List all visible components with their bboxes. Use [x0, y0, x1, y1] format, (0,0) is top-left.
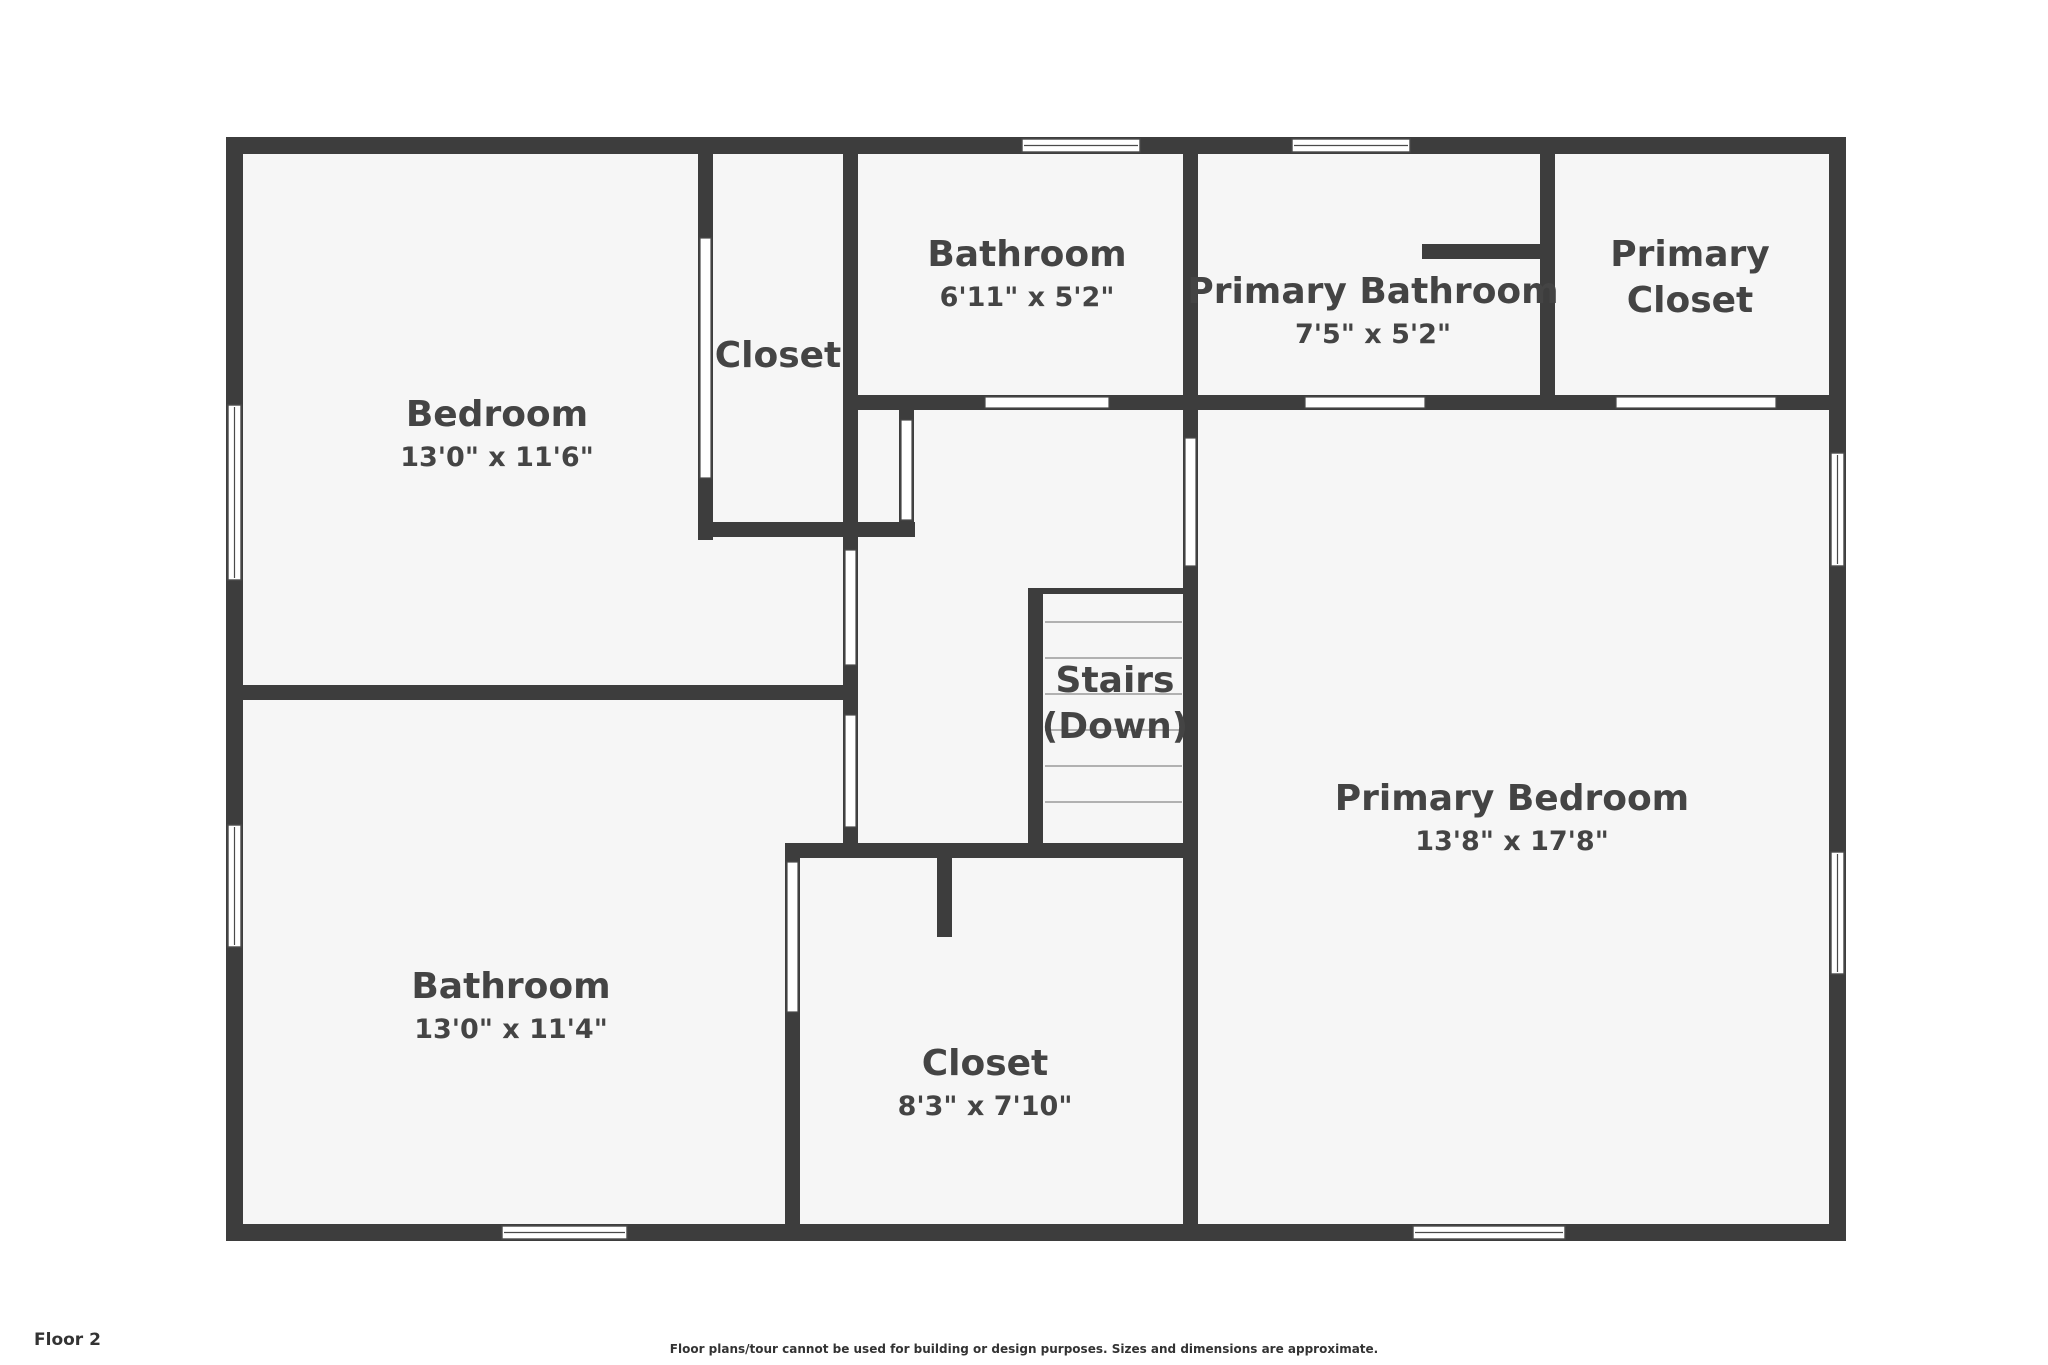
stair-treads	[1045, 621, 1182, 803]
windows	[227, 138, 1845, 1240]
room-primary-closet-name-2: Closet	[1627, 280, 1754, 321]
room-closet-lower-name: Closet	[922, 1043, 1049, 1084]
room-bathroom-lower-dim: 13'0" x 11'4"	[414, 1014, 608, 1045]
door-openings	[699, 237, 1777, 1013]
room-bathroom-upper-dim: 6'11" x 5'2"	[940, 282, 1115, 313]
room-primary-bathroom-name: Primary Bathroom	[1187, 271, 1558, 312]
room-bathroom-lower: Bathroom 13'0" x 11'4"	[411, 966, 610, 1045]
room-stairs-name-2: (Down)	[1042, 706, 1188, 747]
room-bathroom-upper-name: Bathroom	[927, 234, 1126, 275]
room-bedroom-dim: 13'0" x 11'6"	[400, 442, 594, 473]
room-primary-bathroom-dim: 7'5" x 5'2"	[1295, 319, 1451, 350]
room-closet-lower-dim: 8'3" x 7'10"	[898, 1091, 1073, 1122]
floor-label: Floor 2	[34, 1330, 101, 1350]
room-primary-closet: Primary Closet	[1610, 234, 1770, 321]
room-primary-bedroom-dim: 13'8" x 17'8"	[1415, 826, 1609, 857]
room-closet-upper-name: Closet	[715, 335, 842, 376]
room-primary-bedroom: Primary Bedroom 13'8" x 17'8"	[1335, 778, 1689, 857]
room-bathroom-upper: Bathroom 6'11" x 5'2"	[927, 234, 1126, 313]
room-bedroom: Bedroom 13'0" x 11'6"	[400, 394, 594, 473]
room-stairs-name-1: Stairs	[1056, 660, 1175, 701]
room-primary-bedroom-name: Primary Bedroom	[1335, 778, 1689, 819]
room-closet-lower: Closet 8'3" x 7'10"	[898, 1043, 1073, 1122]
disclaimer-text: Floor plans/tour cannot be used for buil…	[669, 1342, 1379, 1356]
room-bedroom-name: Bedroom	[406, 394, 588, 435]
room-closet-upper: Closet	[715, 335, 842, 376]
room-bathroom-lower-name: Bathroom	[411, 966, 610, 1007]
room-primary-bathroom: Primary Bathroom 7'5" x 5'2"	[1187, 271, 1558, 350]
room-stairs: Stairs (Down)	[1042, 660, 1188, 747]
room-primary-closet-name-1: Primary	[1610, 234, 1770, 275]
